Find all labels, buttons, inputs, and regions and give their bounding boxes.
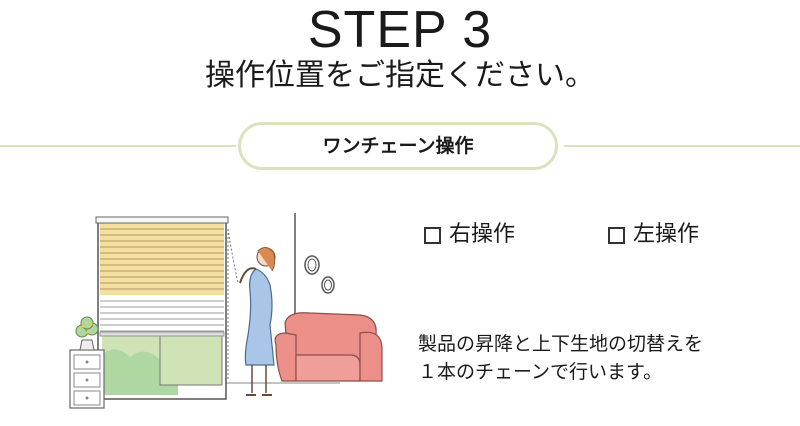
woman-figure	[239, 247, 276, 396]
blind-room-illustration	[69, 213, 383, 409]
description-line-1: 製品の昇降と上下生地の切替えを	[418, 333, 704, 355]
cabinet-with-plant	[69, 316, 105, 409]
divider-right	[564, 145, 800, 147]
blind-upper-fabric	[100, 223, 224, 295]
section-label-pill: ワンチェーン操作	[238, 122, 558, 170]
sofa	[274, 312, 383, 382]
wall-mirrors	[304, 255, 335, 294]
divider-left	[0, 145, 236, 147]
option-left-operation[interactable]: 左操作	[608, 220, 699, 250]
description-line-2: １本のチェーンで行います。	[418, 361, 663, 383]
right-operation-checkbox[interactable]	[424, 226, 441, 244]
left-operation-label: 左操作	[633, 222, 700, 247]
operation-description: 製品の昇降と上下生地の切替えを １本のチェーンで行います。	[418, 330, 788, 386]
step-title: STEP 3	[307, 1, 493, 59]
page-subtitle: 操作位置をご指定ください。	[205, 58, 595, 93]
blind-lower-fabric	[99, 295, 225, 337]
option-right-operation[interactable]: 右操作	[424, 220, 515, 250]
right-operation-label: 右操作	[449, 222, 516, 247]
left-operation-checkbox[interactable]	[608, 226, 625, 244]
